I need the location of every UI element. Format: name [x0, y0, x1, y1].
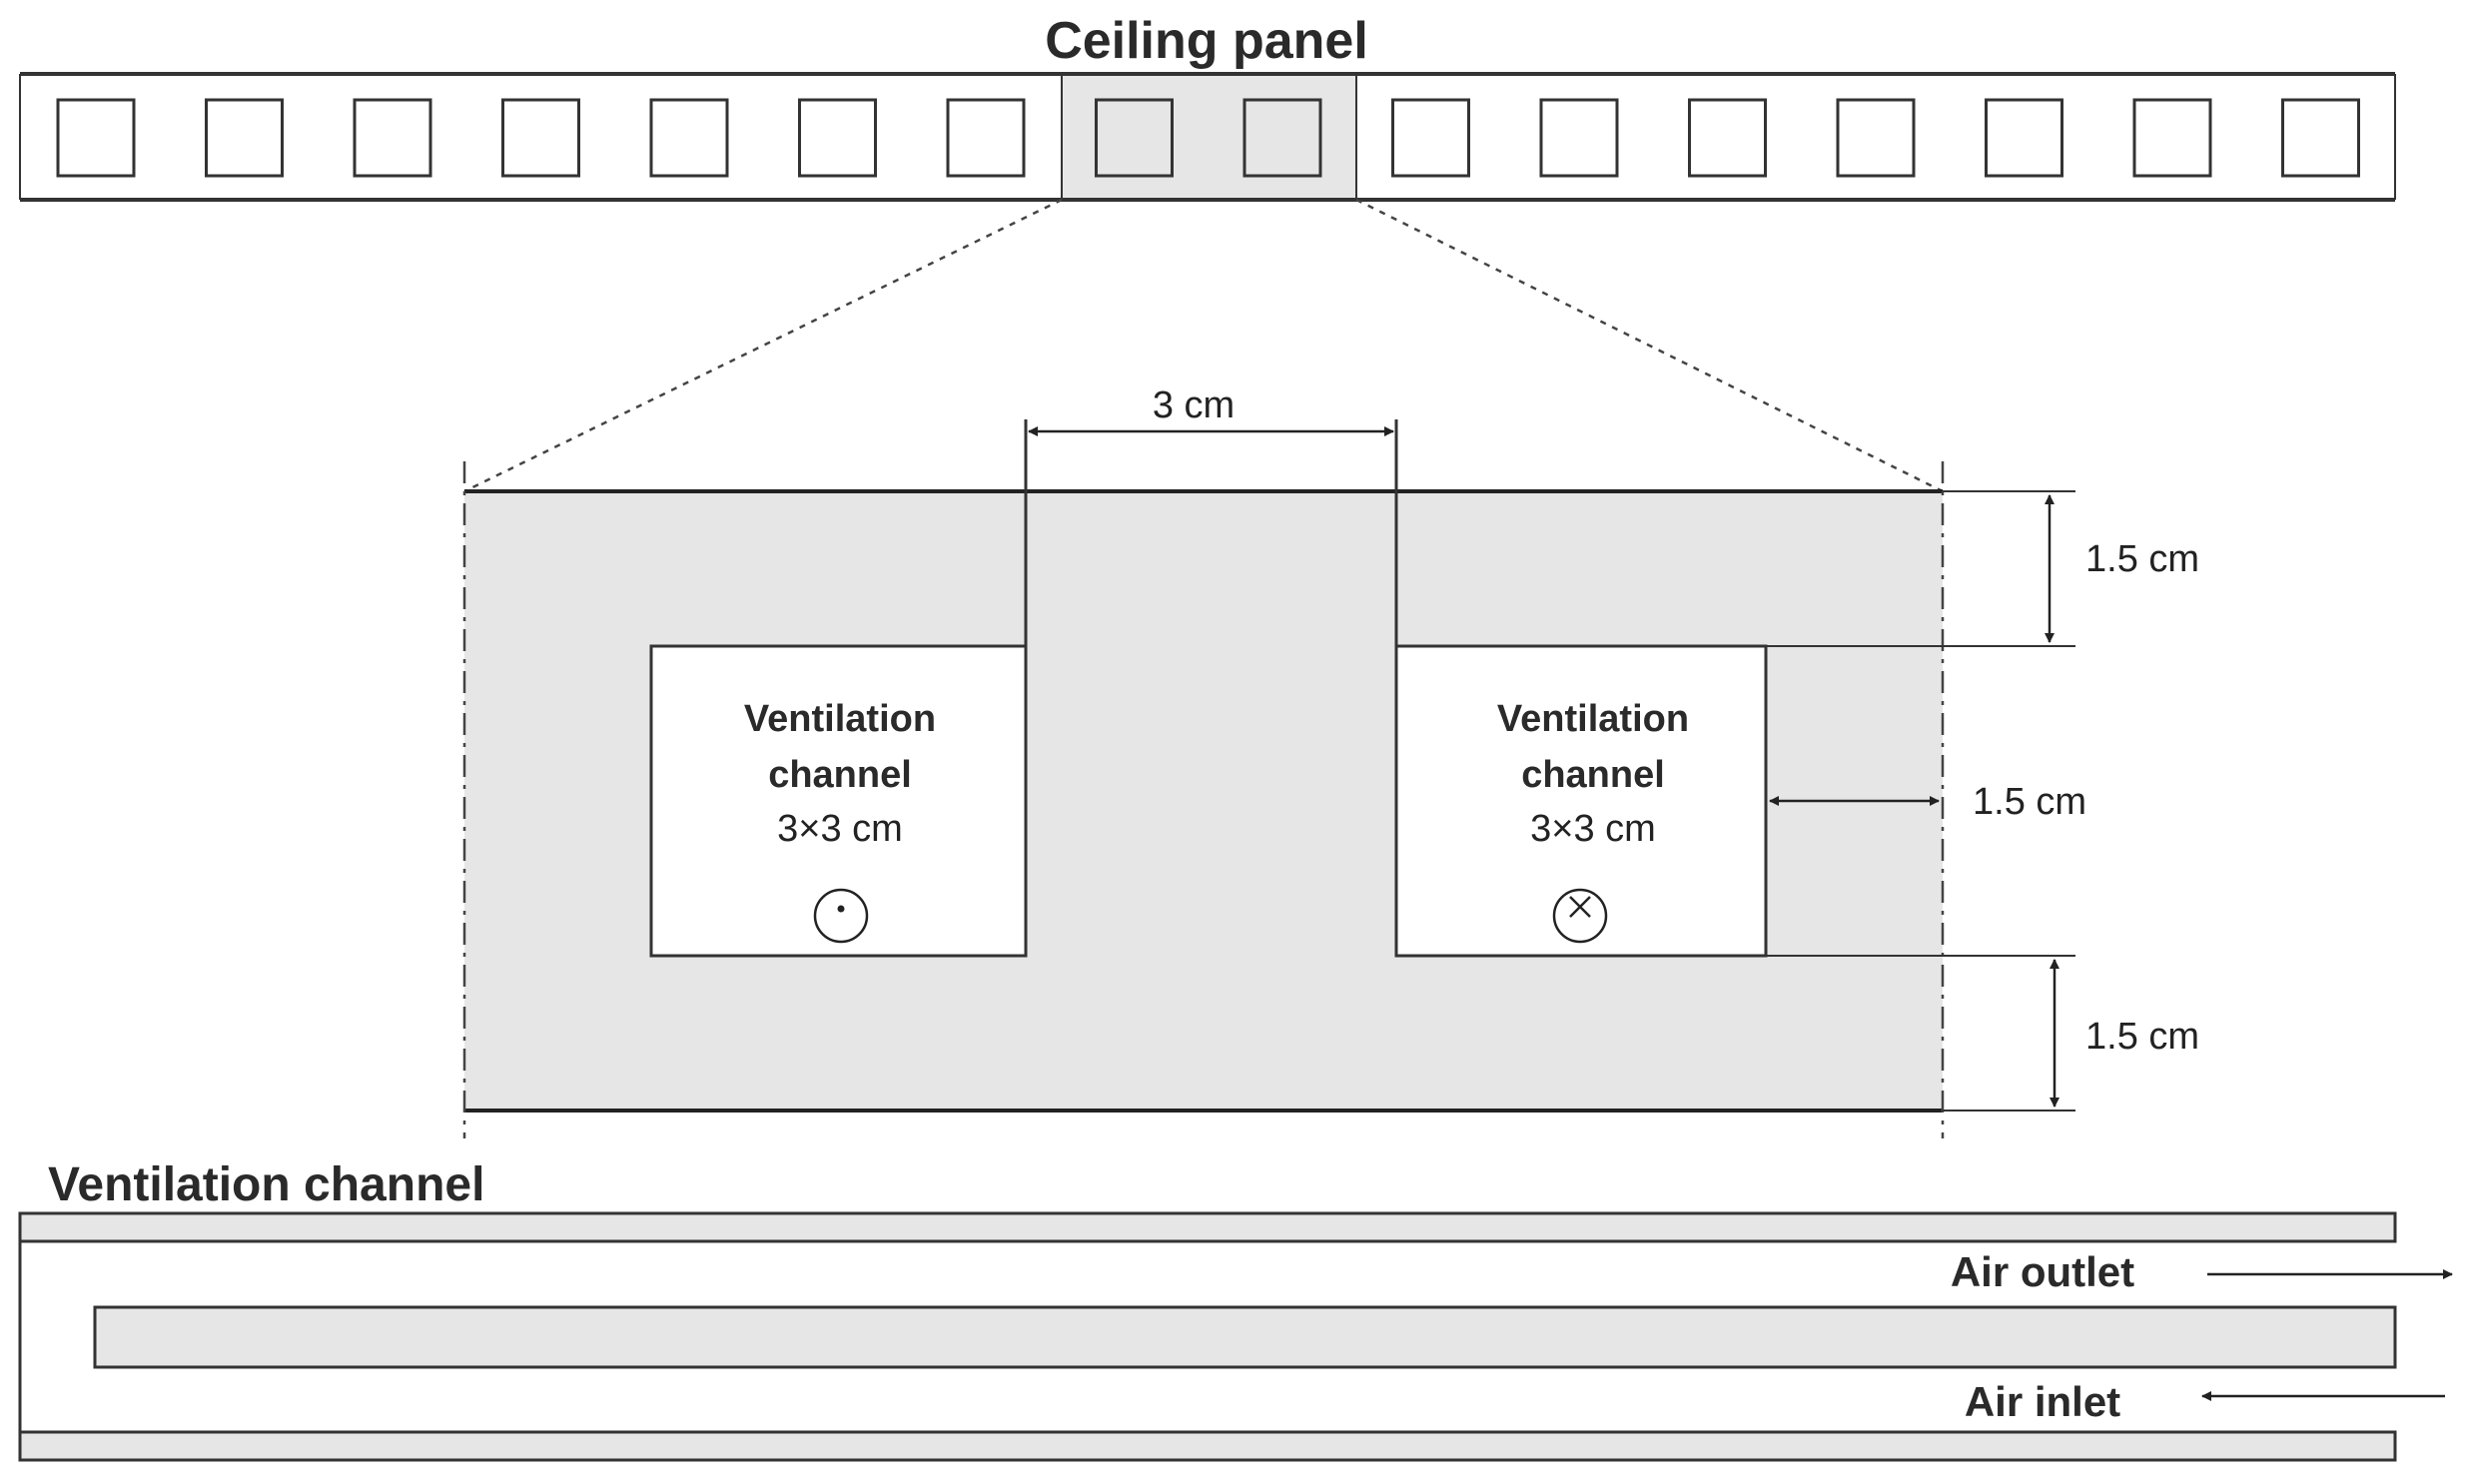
flow-out-of-page-icon — [813, 888, 869, 944]
flow-into-page-icon — [1552, 888, 1608, 944]
ceiling-channel-square — [1836, 98, 1916, 178]
ceiling-channel-square — [501, 98, 580, 178]
ceiling-channel-square — [2281, 98, 2360, 178]
left-channel-label-line1: Ventilation — [744, 698, 936, 740]
cross-section: 3 cm 1.5 cm 1.5 cm 1.5 cm Ventilation ch… — [462, 384, 2199, 1138]
ceiling-channel-squares — [56, 98, 2360, 178]
bottom-depth-label: 1.5 cm — [2085, 1016, 2199, 1058]
ceiling-channel-square — [205, 98, 284, 178]
right-channel-label-line2: channel — [1521, 754, 1665, 796]
ceiling-channel-square — [798, 98, 877, 178]
channel-bottom-wall — [18, 1430, 2397, 1462]
left-channel-size: 3×3 cm — [777, 808, 903, 850]
zoom-line-right — [1355, 198, 1944, 493]
highlighted-section — [1062, 74, 1356, 200]
ceiling-channel-square — [649, 98, 729, 178]
right-channel-size: 3×3 cm — [1530, 808, 1656, 850]
left-ventilation-channel — [649, 644, 1028, 958]
ceiling-panel-title: Ceiling panel — [1045, 12, 1368, 70]
channel-middle-divider — [93, 1305, 2397, 1369]
ceiling-channel-square — [1242, 98, 1322, 178]
ceiling-channel-square — [946, 98, 1026, 178]
ceiling-channel-square — [1985, 98, 2063, 178]
left-channel-label-line2: channel — [768, 754, 912, 796]
air-outlet-label: Air outlet — [1951, 1248, 2134, 1295]
channel-top-wall — [18, 1211, 2397, 1243]
top-depth-label: 1.5 cm — [2085, 538, 2199, 580]
ventilation-channel-title: Ventilation channel — [48, 1158, 484, 1211]
ceiling-channel-square — [1391, 98, 1470, 178]
right-channel-label-line1: Ventilation — [1497, 698, 1689, 740]
air-inlet-label: Air inlet — [1965, 1378, 2120, 1425]
side-margin-label: 1.5 cm — [1973, 781, 2086, 823]
ceiling-panel-strip — [19, 72, 2396, 202]
ceiling-channel-square — [353, 98, 432, 178]
zoom-line-left — [463, 198, 1063, 493]
gap-dimension-label: 3 cm — [1153, 384, 1234, 426]
ceiling-channel-square — [2132, 98, 2212, 178]
ceiling-channel-square — [1539, 98, 1619, 178]
ceiling-channel-square — [56, 98, 136, 178]
ceiling-channel-square — [1688, 98, 1767, 178]
ventilation-channel-section — [18, 1211, 2397, 1462]
ceiling-channel-square — [1095, 98, 1174, 178]
